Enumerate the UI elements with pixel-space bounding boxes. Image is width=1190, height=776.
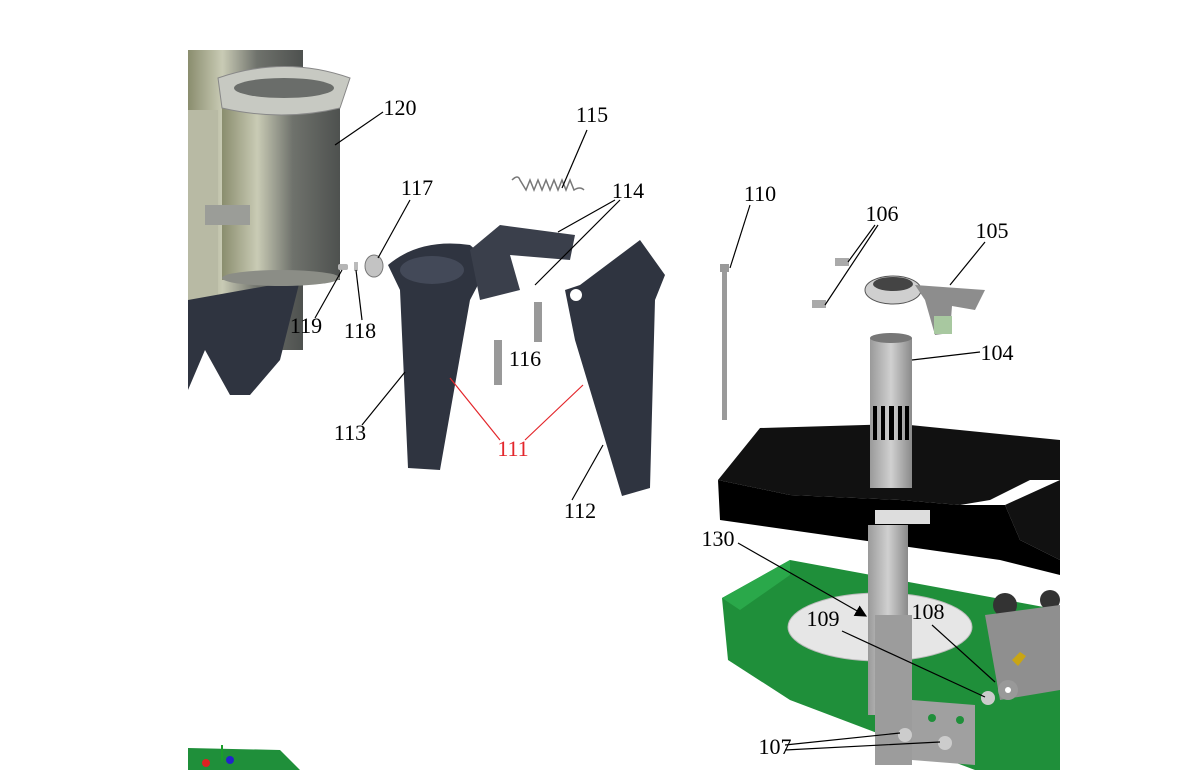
- bolt-116: [494, 302, 542, 385]
- screws-106: [812, 258, 849, 308]
- label-119: 119: [290, 313, 322, 338]
- label-107: 107: [759, 734, 792, 759]
- label-114: 114: [612, 178, 644, 203]
- axis-triad-icon: [202, 745, 234, 767]
- bottom-left-base: [188, 748, 300, 770]
- label-120: 120: [384, 95, 417, 120]
- label-130: 130: [702, 526, 735, 551]
- pin-119: [338, 264, 348, 270]
- label-117: 117: [401, 175, 433, 200]
- label-112: 112: [564, 498, 596, 523]
- label-108: 108: [912, 599, 945, 624]
- label-104: 104: [981, 340, 1014, 365]
- collar-105: [864, 275, 985, 335]
- label-106: 106: [866, 201, 899, 226]
- washer-118: [354, 262, 358, 271]
- bolt-109-washer-108: [981, 680, 1018, 705]
- label-113: 113: [334, 420, 366, 445]
- label-115: 115: [576, 102, 608, 127]
- label-110: 110: [744, 181, 776, 206]
- label-109: 109: [807, 606, 840, 631]
- label-111: 111: [497, 436, 528, 461]
- label-116: 116: [509, 346, 541, 371]
- cylinder-assembly-120: [188, 50, 351, 395]
- roller-117: [364, 254, 384, 278]
- label-118: 118: [344, 318, 376, 343]
- cone-half-113: [388, 225, 575, 470]
- spring-115: [511, 176, 585, 193]
- rod-110: [720, 264, 729, 420]
- leader-lines: [314, 111, 996, 751]
- cone-half-112: [565, 240, 665, 496]
- bolts-107: [898, 728, 952, 750]
- label-105: 105: [976, 218, 1009, 243]
